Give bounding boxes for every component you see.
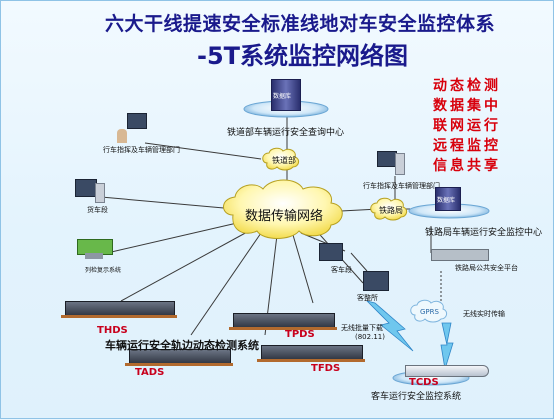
bureau-database-label: 数据库 xyxy=(437,197,456,204)
gprs-bolt-icon xyxy=(440,322,454,370)
thds-label: THDS xyxy=(97,325,128,336)
tcds-system-label: 客车运行安全监控系统 xyxy=(371,392,462,402)
tpds-track-icon xyxy=(229,327,337,330)
wireless-standard-label: (802.11) xyxy=(355,333,385,341)
gprs-label: GPRS xyxy=(420,308,439,316)
bureau-dispatch-computer-icon xyxy=(377,151,397,167)
repair-system-label: 列检复示系统 xyxy=(85,267,122,274)
tads-track-icon xyxy=(125,363,233,366)
data-network-label: 数据传输网络 xyxy=(245,209,324,224)
bureau-platform-label: 铁路局公共安全平台 xyxy=(455,264,518,272)
tcds-passenger-train-icon xyxy=(405,365,489,377)
ministry-dispatch-computer-icon xyxy=(127,113,147,129)
freight-depot-tower-icon xyxy=(95,183,105,203)
ministry-dispatch-label: 行车指挥及车辆管理部门 xyxy=(103,146,180,154)
tads-label: TADS xyxy=(135,367,165,378)
thds-track-icon xyxy=(61,315,177,318)
diagram-subtitle: -5T系统监控网络图 xyxy=(197,42,409,70)
bureau-dispatch-label: 行车指挥及车辆管理部门 xyxy=(363,182,440,190)
ministry-cloud-label: 铁道部 xyxy=(272,156,296,165)
wireless-bolt-icon xyxy=(365,300,414,352)
wireless-realtime-label: 无线实时传输 xyxy=(463,310,505,318)
bureau-cloud-label: 铁路局 xyxy=(379,206,403,215)
freight-depot-computer-icon xyxy=(75,179,97,197)
ministry-center-label: 铁道部车辆运行安全查询中心 xyxy=(227,128,345,138)
diagram-title: 六大干线提速安全标准线地对车安全监控体系 xyxy=(105,13,496,35)
operator-icon xyxy=(117,129,127,143)
feature-networked-operation: 联网运行 xyxy=(433,118,501,134)
bureau-cloud-icon xyxy=(370,197,408,221)
tcds-label: TCDS xyxy=(409,377,439,388)
passenger-depot-label: 客车段 xyxy=(331,266,352,274)
tfds-track-icon xyxy=(257,359,365,362)
tfds-label: TFDS xyxy=(311,363,341,374)
gprs-cloud-icon xyxy=(410,299,448,323)
bureau-dispatch-tower-icon xyxy=(395,153,405,175)
feature-info-sharing: 信息共享 xyxy=(433,158,501,174)
tpds-label: TPDS xyxy=(285,329,315,340)
ministry-database-server-icon xyxy=(271,79,301,111)
freight-depot-label: 货车段 xyxy=(87,206,108,214)
ministry-database-label: 数据库 xyxy=(273,93,292,100)
wireless-download-label: 无线批量下载 xyxy=(341,324,383,332)
bureau-platform-rack-icon xyxy=(431,249,489,261)
data-network-cloud-icon xyxy=(223,179,343,239)
bureau-database-server-icon xyxy=(435,187,461,211)
passenger-depot-computer-icon xyxy=(319,243,343,261)
ministry-cloud-icon xyxy=(262,147,300,171)
feature-remote-monitoring: 远程监控 xyxy=(433,138,501,154)
bureau-center-label: 铁路局车辆运行安全监控中心 xyxy=(425,228,543,238)
track-system-label: 车辆运行安全轨边动态检测系统 xyxy=(105,339,259,352)
passenger-station-label: 客整所 xyxy=(357,294,378,302)
repair-system-desk-icon xyxy=(85,253,103,259)
feature-dynamic-detection: 动态检测 xyxy=(433,78,501,94)
feature-data-centralization: 数据集中 xyxy=(433,98,501,114)
passenger-station-computer-icon xyxy=(363,271,389,291)
